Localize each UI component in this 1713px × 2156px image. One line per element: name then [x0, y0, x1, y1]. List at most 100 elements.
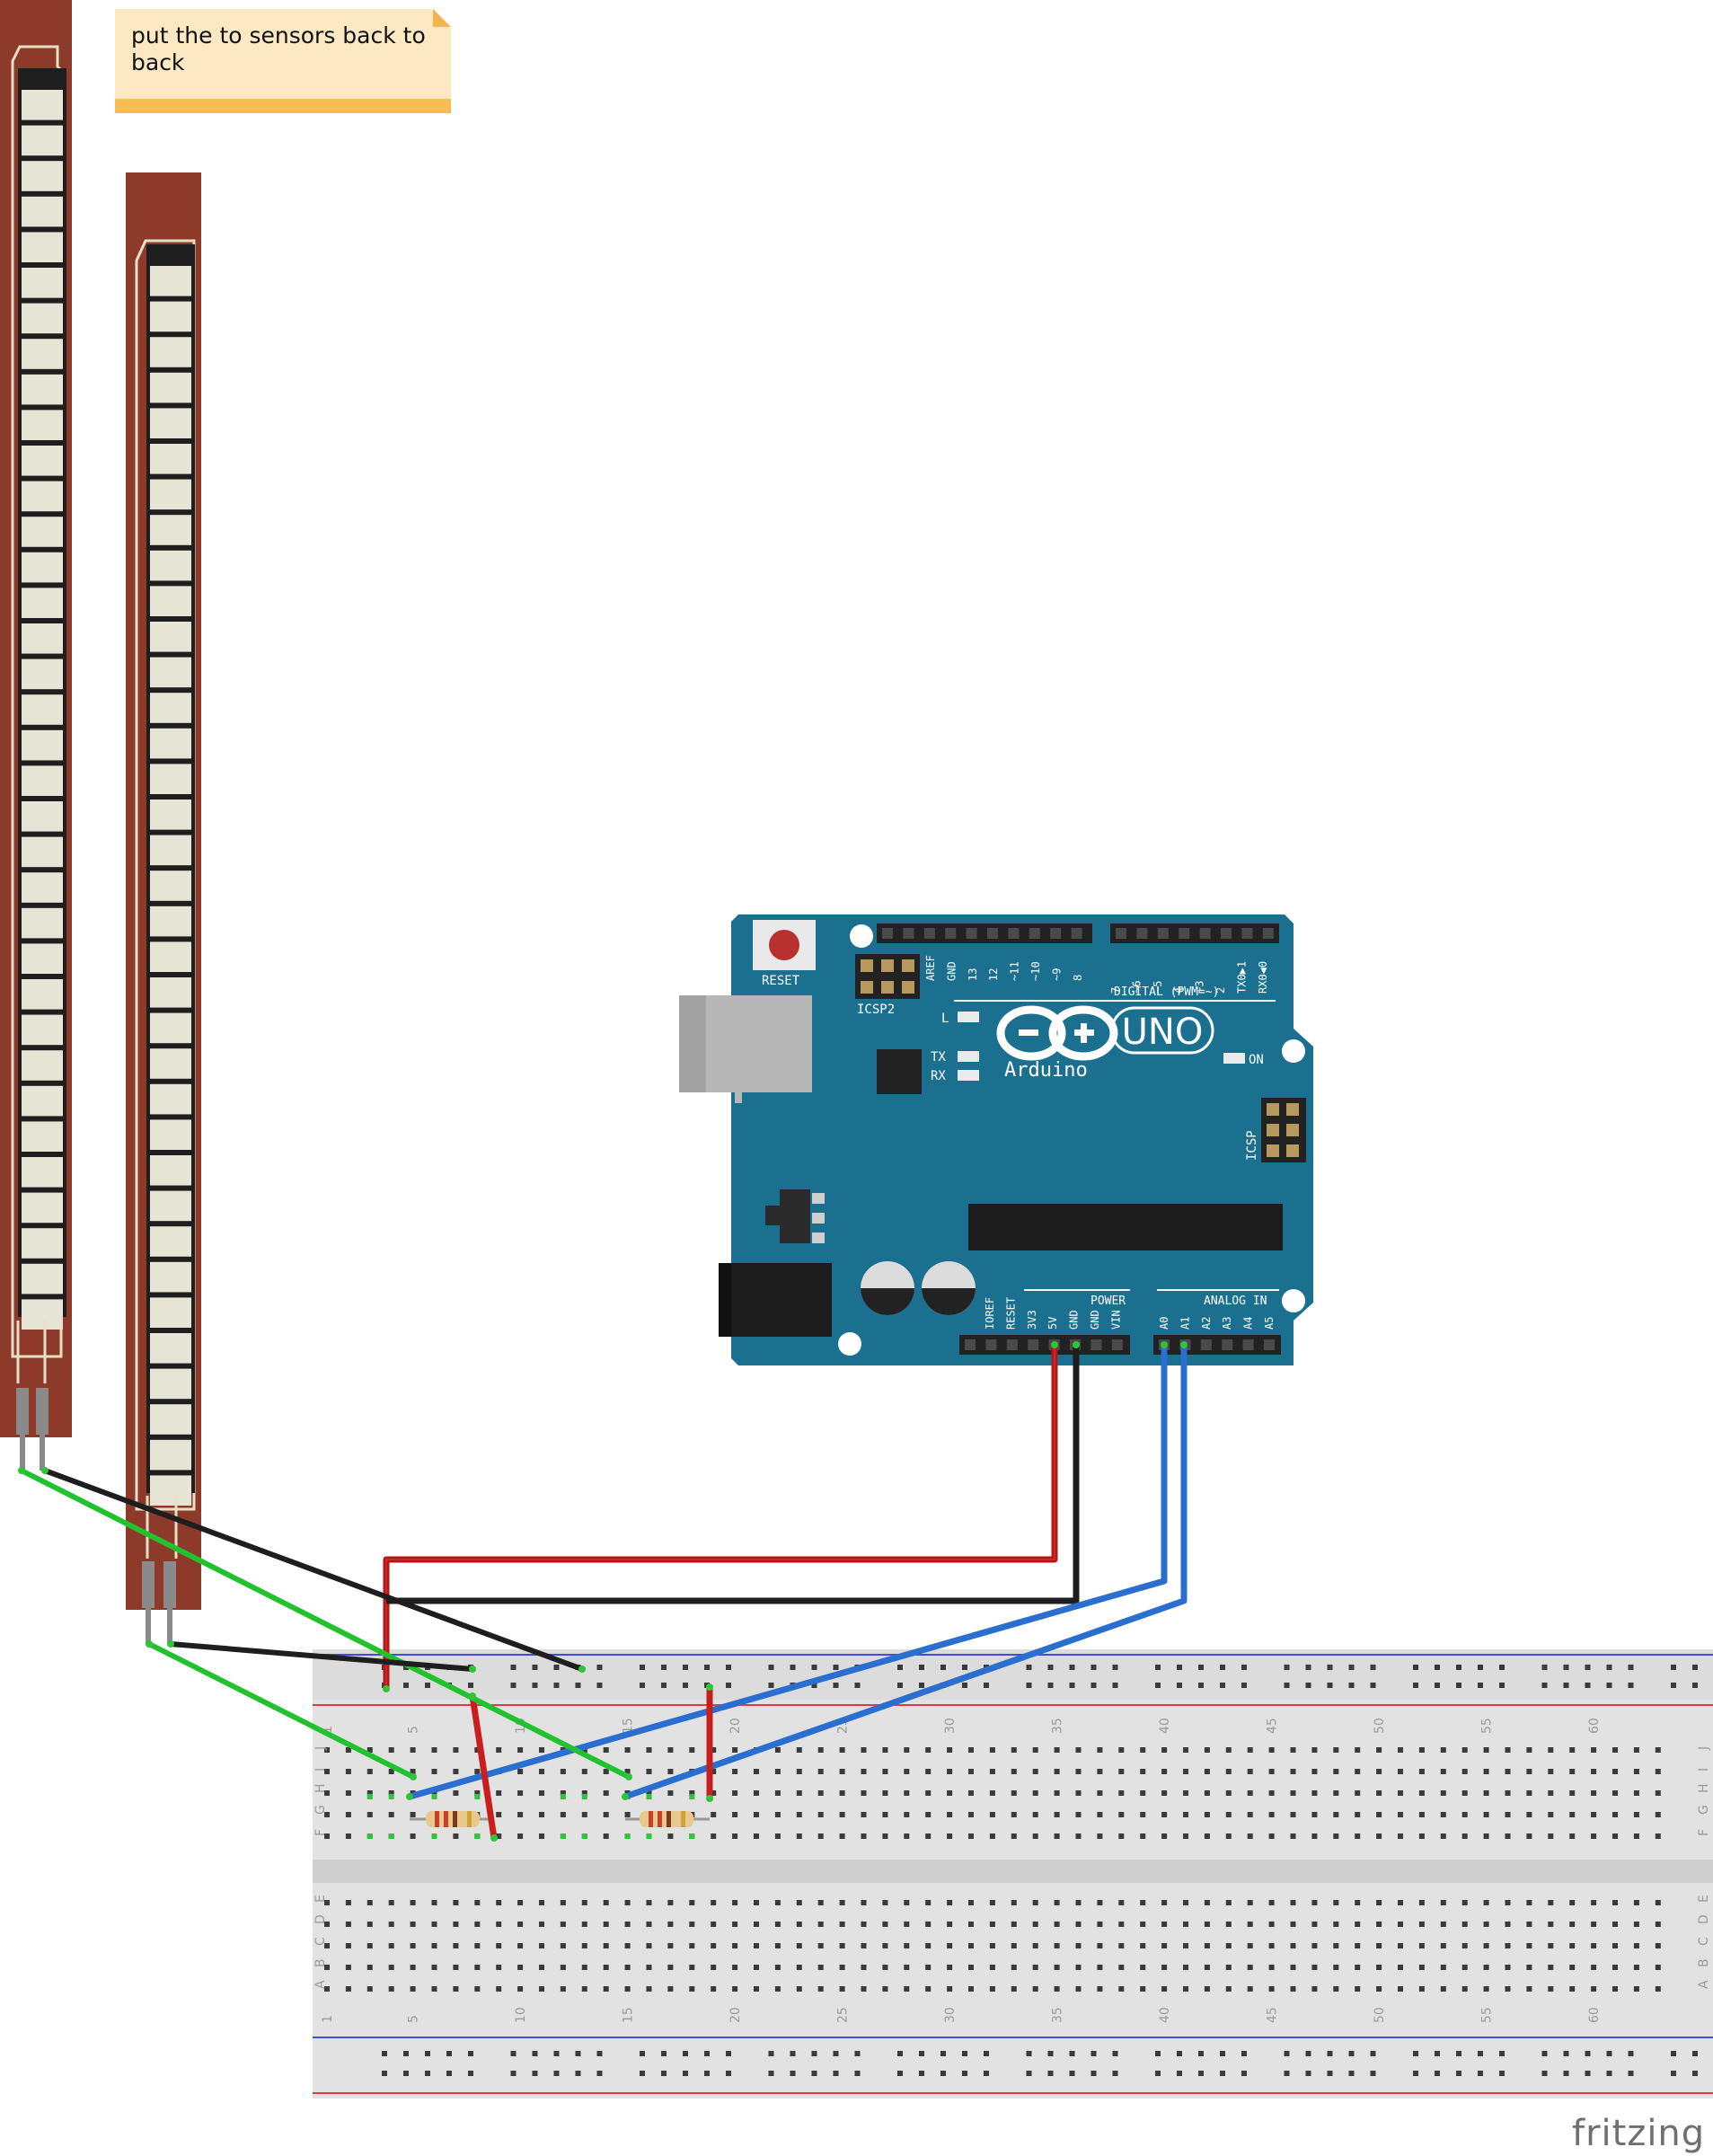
breadboard-hole[interactable]	[624, 1943, 631, 1948]
breadboard-hole[interactable]	[1011, 1965, 1017, 1970]
breadboard-hole[interactable]	[861, 1747, 867, 1753]
breadboard-hole[interactable]	[539, 1769, 544, 1774]
breadboard-hole[interactable]	[1097, 1833, 1103, 1839]
breadboard-hole[interactable]	[1355, 1747, 1361, 1753]
breadboard-hole[interactable]	[453, 1833, 459, 1839]
breadboard-hole[interactable]	[345, 1769, 351, 1774]
breadboard-hole[interactable]	[1118, 1943, 1125, 1948]
breadboard-hole[interactable]	[947, 1965, 953, 1970]
rail-hole[interactable]	[1435, 2071, 1440, 2076]
resistor-1[interactable]	[410, 1811, 494, 1827]
breadboard-hole[interactable]	[1655, 1833, 1661, 1839]
breadboard-hole[interactable]	[1526, 1747, 1532, 1753]
rail-hole[interactable]	[596, 2051, 603, 2056]
breadboard-hole[interactable]	[839, 1833, 845, 1839]
breadboard-hole[interactable]	[989, 1812, 995, 1817]
breadboard-hole[interactable]	[925, 1833, 932, 1839]
breadboard-hole[interactable]	[1612, 1900, 1618, 1905]
breadboard-hole[interactable]	[581, 1922, 587, 1927]
breadboard-hole[interactable]	[968, 1900, 974, 1905]
breadboard-hole[interactable]	[1011, 1833, 1017, 1839]
breadboard-hole[interactable]	[1483, 1986, 1489, 1992]
rail-hole[interactable]	[1671, 2071, 1676, 2076]
rail-hole[interactable]	[854, 2071, 861, 2076]
rail-hole[interactable]	[726, 2051, 731, 2056]
rail-hole[interactable]	[1671, 1683, 1676, 1688]
breadboard-hole[interactable]	[1268, 1747, 1275, 1753]
breadboard-hole[interactable]	[581, 1790, 587, 1796]
breadboard-hole[interactable]	[1548, 1965, 1554, 1970]
breadboard-hole[interactable]	[1505, 1790, 1511, 1796]
breadboard-hole[interactable]	[1032, 1790, 1038, 1796]
breadboard-hole[interactable]	[453, 1965, 459, 1970]
breadboard-hole[interactable]	[925, 1790, 932, 1796]
breadboard-hole[interactable]	[947, 1769, 953, 1774]
breadboard-hole[interactable]	[1097, 1747, 1103, 1753]
breadboard-hole[interactable]	[388, 1747, 394, 1753]
breadboard-hole[interactable]	[1505, 1769, 1511, 1774]
breadboard-hole[interactable]	[861, 1769, 867, 1774]
breadboard-hole[interactable]	[1461, 1965, 1468, 1970]
breadboard-hole[interactable]	[1418, 1747, 1425, 1753]
breadboard-hole[interactable]	[1633, 1833, 1639, 1839]
rail-hole[interactable]	[1327, 1665, 1333, 1670]
breadboard-hole[interactable]	[968, 1922, 974, 1927]
breadboard-hole[interactable]	[796, 1900, 802, 1905]
breadboard-hole[interactable]	[1311, 1986, 1318, 1992]
breadboard-hole[interactable]	[1161, 1769, 1168, 1774]
breadboard-hole[interactable]	[1204, 1833, 1210, 1839]
breadboard-hole[interactable]	[1505, 1986, 1511, 1992]
rail-hole[interactable]	[1155, 1665, 1161, 1670]
breadboard-hole[interactable]	[1140, 1943, 1146, 1948]
breadboard-hole[interactable]	[989, 1747, 995, 1753]
rail-hole[interactable]	[1155, 2051, 1161, 2056]
rail-hole[interactable]	[790, 2071, 796, 2076]
rail-hole[interactable]	[1585, 2051, 1591, 2056]
breadboard-hole[interactable]	[410, 1747, 416, 1753]
breadboard-hole[interactable]	[1440, 1986, 1446, 1992]
rail-hole[interactable]	[1047, 2071, 1054, 2076]
breadboard-hole[interactable]	[1526, 1769, 1532, 1774]
breadboard-hole[interactable]	[947, 1790, 953, 1796]
breadboard-hole[interactable]	[861, 1812, 867, 1817]
breadboard-hole[interactable]	[1655, 1943, 1661, 1948]
breadboard-hole[interactable]	[1161, 1986, 1168, 1992]
rail-hole[interactable]	[1671, 2051, 1676, 2056]
breadboard-hole[interactable]	[1054, 1943, 1060, 1948]
breadboard-hole[interactable]	[1548, 1986, 1554, 1992]
breadboard-hole[interactable]	[324, 1833, 330, 1839]
breadboard-hole[interactable]	[581, 1965, 587, 1970]
rail-hole[interactable]	[1370, 2071, 1376, 2076]
wire-5v[interactable]	[383, 1345, 1058, 1689]
breadboard-hole[interactable]	[624, 1922, 631, 1927]
breadboard-hole[interactable]	[947, 1986, 953, 1992]
rail-hole[interactable]	[661, 2071, 667, 2076]
rail-hole[interactable]	[854, 2051, 861, 2056]
breadboard-hole[interactable]	[711, 1943, 717, 1948]
rail-hole[interactable]	[940, 2051, 946, 2056]
breadboard-hole[interactable]	[1290, 1900, 1296, 1905]
breadboard-hole[interactable]	[1183, 1812, 1188, 1817]
breadboard-hole[interactable]	[1591, 1943, 1597, 1948]
breadboard-hole[interactable]	[624, 1747, 631, 1753]
rail-hole[interactable]	[1241, 2071, 1247, 2076]
breadboard-hole[interactable]	[1118, 1747, 1125, 1753]
rail-hole[interactable]	[1541, 1683, 1548, 1688]
breadboard-hole[interactable]	[1440, 1747, 1446, 1753]
rail-hole[interactable]	[1585, 2071, 1591, 2076]
breadboard-hole[interactable]	[882, 1943, 888, 1948]
rail-hole[interactable]	[1563, 2051, 1569, 2056]
breadboard-hole[interactable]	[1225, 1986, 1232, 1992]
breadboard-hole[interactable]	[581, 1900, 587, 1905]
breadboard-hole[interactable]	[1333, 1790, 1339, 1796]
breadboard-hole[interactable]	[410, 1965, 416, 1970]
rail-hole[interactable]	[1220, 2071, 1225, 2076]
breadboard-hole[interactable]	[1333, 1747, 1339, 1753]
rail-hole[interactable]	[468, 1683, 473, 1688]
rail-hole[interactable]	[1456, 2051, 1461, 2056]
rail-hole[interactable]	[1499, 2071, 1505, 2076]
breadboard-hole[interactable]	[1311, 1833, 1318, 1839]
breadboard-hole[interactable]	[1483, 1812, 1489, 1817]
jumper-red-1[interactable]	[469, 1695, 498, 1839]
breadboard-hole[interactable]	[711, 1747, 717, 1753]
